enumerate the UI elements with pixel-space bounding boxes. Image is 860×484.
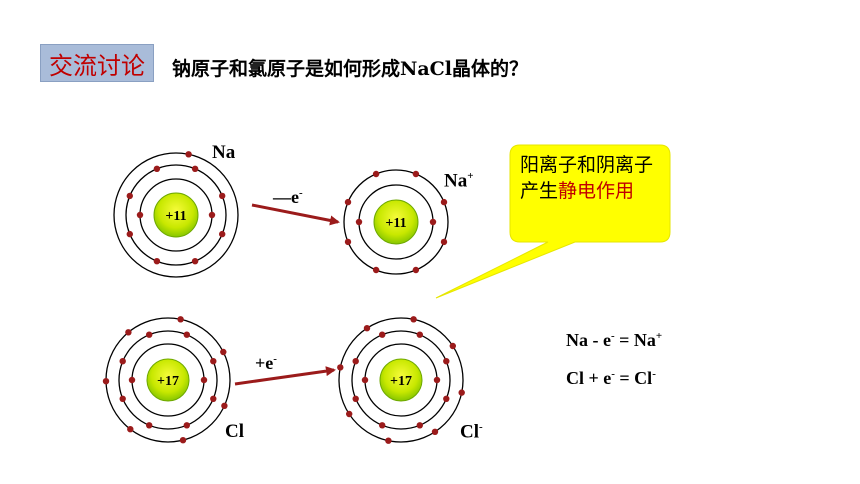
- electron-dot: [431, 428, 439, 435]
- bubble-text: 阳离子和阴离子产生静电作用: [520, 154, 654, 202]
- electron-dot: [429, 218, 437, 226]
- chloride-ion: +17: [337, 316, 465, 444]
- electron-dot: [126, 192, 133, 200]
- electron-dot: [220, 348, 227, 356]
- electron-dot: [410, 316, 417, 323]
- electron-dot: [355, 218, 363, 226]
- nucleus-charge-label: +11: [385, 216, 406, 231]
- electron-dot: [219, 192, 226, 200]
- question-text: 钠原子和氯原子是如何形成NaCl晶体的？: [172, 58, 529, 80]
- electron-dot: [185, 151, 192, 158]
- nucleus-charge-label: +11: [165, 209, 186, 224]
- electron-dot: [183, 331, 190, 338]
- electron-dot: [210, 358, 217, 365]
- electron-dot: [179, 437, 187, 444]
- equation-chlorine: Cl + e- = Cl-: [566, 368, 656, 388]
- gain-electron-arrow: [234, 366, 336, 386]
- electron-dot: [416, 422, 423, 429]
- electron-dot: [352, 395, 359, 402]
- electron-dot: [379, 331, 386, 338]
- electron-dot: [361, 376, 369, 384]
- electron-dot: [127, 426, 134, 433]
- electron-dot: [126, 230, 133, 238]
- electron-dot: [136, 211, 144, 219]
- electron-dot: [412, 266, 420, 274]
- electron-dot: [416, 331, 423, 338]
- electron-dot: [443, 395, 450, 402]
- electron-dot: [221, 402, 228, 409]
- electron-dot: [372, 170, 380, 178]
- nucleus: [153, 192, 199, 238]
- electron-dot: [363, 325, 371, 332]
- electron-dot: [219, 230, 226, 238]
- electron-dot: [125, 329, 132, 336]
- electron-dot: [458, 389, 465, 396]
- discussion-tag-label: 交流讨论: [49, 51, 145, 80]
- electron-dot: [146, 331, 153, 338]
- electron-dot: [344, 198, 352, 206]
- electron-dot: [372, 266, 380, 274]
- electron-dot: [191, 165, 199, 172]
- electron-dot: [433, 376, 441, 384]
- electron-dot: [102, 378, 110, 385]
- electron-dot: [385, 437, 392, 444]
- electron-dot: [153, 165, 161, 172]
- electron-dot: [344, 238, 352, 246]
- electron-dot: [337, 364, 344, 371]
- electron-shell-3: [113, 152, 239, 278]
- electron-shell-2: [118, 330, 218, 430]
- nucleus-charge-label: +17: [390, 374, 412, 389]
- electron-shell-2: [125, 164, 227, 266]
- electron-dot: [119, 395, 126, 402]
- electron-dot: [412, 170, 420, 178]
- electron-dot: [191, 258, 199, 265]
- nucleus-charge-label: +17: [157, 374, 179, 389]
- electron-dot: [443, 358, 450, 365]
- gain-electron-label: +e-: [255, 353, 277, 373]
- lose-electron-arrow: [251, 203, 340, 226]
- electron-dot: [177, 316, 184, 323]
- electron-dot: [210, 395, 217, 402]
- electron-dot: [346, 410, 353, 418]
- chloride-ion-label: Cl-: [460, 421, 483, 443]
- electron-dot: [146, 422, 153, 429]
- sodium-ion-label: Na+: [444, 170, 474, 192]
- electron-dot: [208, 211, 216, 219]
- electron-dot: [153, 258, 161, 265]
- electron-dot: [119, 358, 126, 365]
- speech-bubble: [435, 144, 671, 299]
- electron-dot: [440, 238, 448, 246]
- electron-dot: [200, 376, 208, 384]
- electron-dot: [379, 422, 386, 429]
- discussion-tag: 交流讨论: [40, 44, 154, 82]
- electron-shell-3: [338, 317, 464, 443]
- electron-dot: [183, 422, 190, 429]
- electron-dot: [128, 376, 136, 384]
- electron-dot: [440, 198, 448, 206]
- electron-shell-2: [343, 169, 449, 275]
- electron-dot: [352, 358, 359, 365]
- nucleus: [146, 358, 190, 402]
- electron-dot: [449, 342, 456, 350]
- chlorine-atom: +17: [102, 316, 231, 444]
- sodium-atom-label: Na: [212, 142, 236, 163]
- chlorine-atom-label: Cl: [225, 421, 244, 442]
- sodium-atom: +11: [113, 151, 239, 278]
- sodium-ion: +11: [343, 169, 449, 275]
- lose-electron-label: —e-: [273, 187, 303, 207]
- equation-sodium: Na - e- = Na+: [566, 330, 663, 350]
- electron-shell-2: [351, 330, 451, 430]
- nucleus: [379, 358, 423, 402]
- nucleus: [373, 199, 419, 245]
